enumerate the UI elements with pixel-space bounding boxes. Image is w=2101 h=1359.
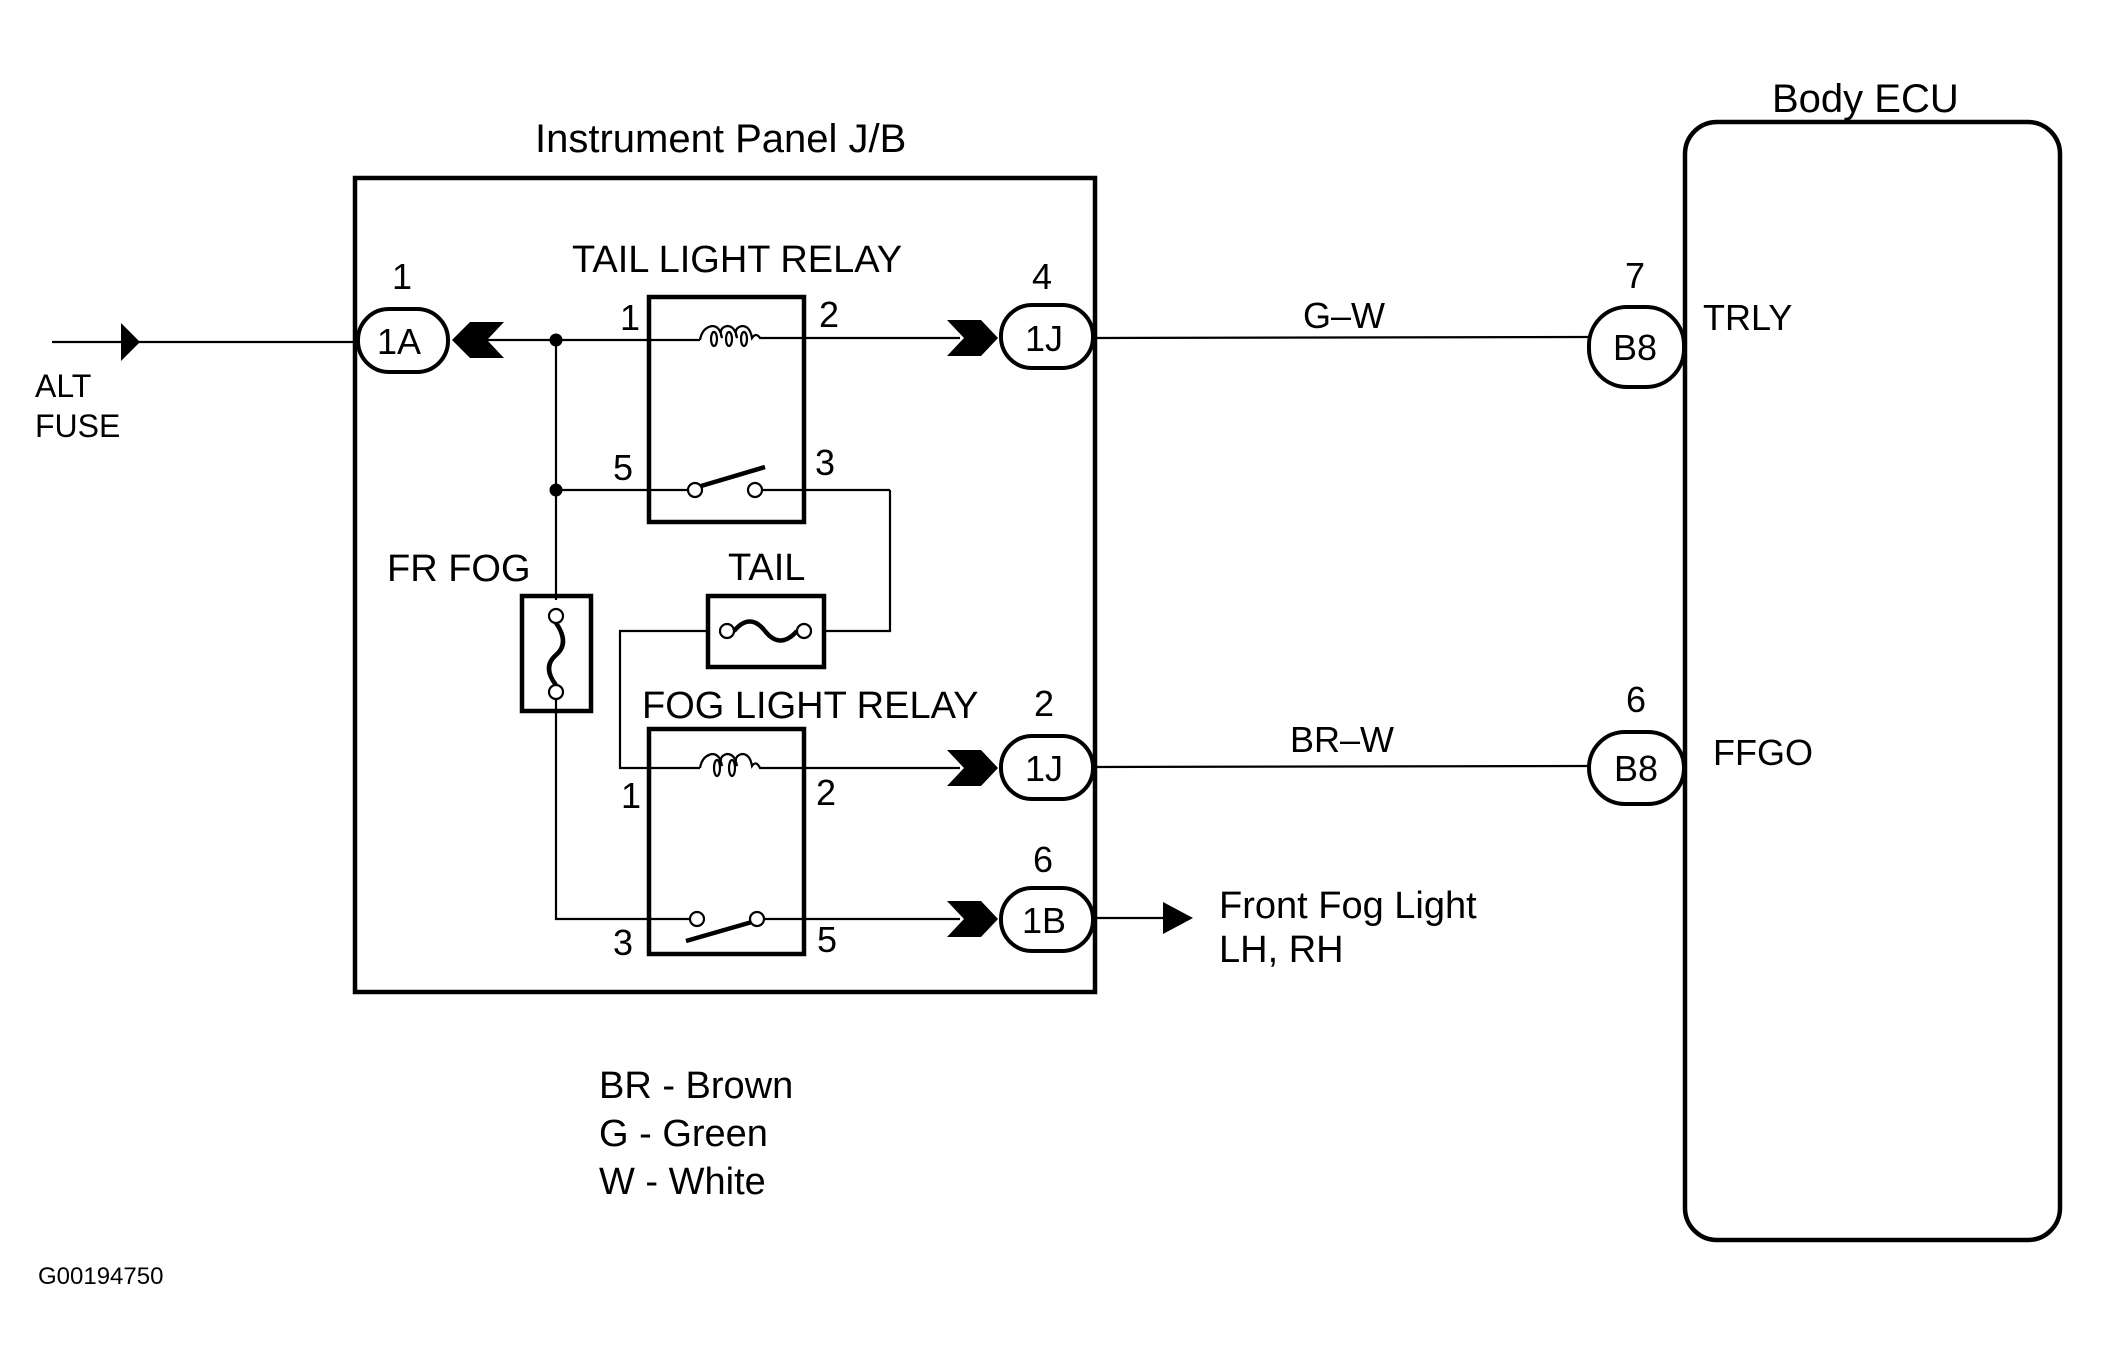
tail-light-relay: TAIL LIGHT RELAY 1 2 5 3 <box>556 239 902 525</box>
connector-1a[interactable]: 1 1A <box>356 256 504 374</box>
connector-1b[interactable]: 6 1B <box>947 839 1095 953</box>
connector-1j-tail-pin: 4 <box>1032 256 1052 297</box>
legend-item: BR - Brown <box>599 1065 793 1107</box>
connector-1b-id: 1B <box>1022 900 1066 941</box>
relay-coil-icon <box>698 752 804 770</box>
connector-1j-tail[interactable]: 4 1J <box>947 256 1095 370</box>
ecu-trly-connector-id: B8 <box>1613 327 1657 368</box>
chevron-connector-icon <box>947 901 998 937</box>
fuse-element-icon <box>732 619 799 643</box>
ecu-terminal-trly: TRLY <box>1703 297 1792 338</box>
body-ecu-box <box>1682 119 2063 1243</box>
ecu-ffgo-connector-id: B8 <box>1614 748 1658 789</box>
connector-1j-tail-id: 1J <box>1025 318 1063 359</box>
ecu-terminal-ffgo: FFGO <box>1713 732 1813 773</box>
alt-fuse-label-2: FUSE <box>35 408 120 444</box>
switch-contact <box>688 910 706 928</box>
connector-1j-fog[interactable]: 2 1J <box>947 683 1095 801</box>
ecu-title: Body ECU <box>1772 77 1959 121</box>
fuse-element-icon <box>546 621 566 687</box>
ecu-connector-b8-trly[interactable]: 7 B8 TRLY <box>1587 255 1792 389</box>
ecu-connector-b8-ffgo[interactable]: 6 B8 FFGO <box>1587 679 1813 806</box>
fog-light-relay: FOG LIGHT RELAY 1 2 3 5 <box>613 685 978 963</box>
switch-contact <box>748 910 766 928</box>
chevron-connector-icon <box>947 320 998 356</box>
alt-fuse-label-1: ALT <box>35 368 91 404</box>
fog-relay-pin-2: 2 <box>816 772 836 813</box>
arrow-right-icon <box>1163 902 1193 934</box>
arrow-right-icon <box>121 323 140 361</box>
fog-relay-pin-1: 1 <box>621 775 641 816</box>
chevron-connector-icon <box>947 750 998 786</box>
tail-relay-pin-5: 5 <box>613 447 633 488</box>
connector-1j-fog-id: 1J <box>1025 748 1063 789</box>
tail-relay-pin-3: 3 <box>815 442 835 483</box>
tail-fuse: TAIL <box>705 547 827 670</box>
tail-relay-label: TAIL LIGHT RELAY <box>572 239 902 281</box>
wire-color-g-w: G–W <box>1303 295 1385 336</box>
fr-fog-fuse-label: FR FOG <box>387 548 531 590</box>
connector-1j-fog-pin: 2 <box>1034 683 1054 724</box>
ecu-trly-pin: 7 <box>1625 255 1645 296</box>
fog-relay-pin-5: 5 <box>817 919 837 960</box>
jb-title: Instrument Panel J/B <box>535 117 906 161</box>
load-label-1: Front Fog Light <box>1219 885 1477 927</box>
fr-fog-fuse: FR FOG <box>387 548 594 714</box>
switch-contact <box>746 481 764 499</box>
connector-1a-pin: 1 <box>392 256 412 297</box>
load-label-2: LH, RH <box>1219 929 1344 971</box>
switch-contact <box>686 481 704 499</box>
fog-relay-pin-3: 3 <box>613 922 633 963</box>
relay-coil-icon <box>698 324 804 341</box>
alt-fuse-source: ALT FUSE <box>35 323 360 444</box>
wire-color-legend: BR - Brown G - Green W - White <box>599 1065 793 1203</box>
tail-relay-pin-1: 1 <box>620 297 640 338</box>
tail-relay-pin-2: 2 <box>819 294 839 335</box>
ecu-ffgo-pin: 6 <box>1626 679 1646 720</box>
figure-id: G00194750 <box>38 1263 163 1290</box>
wire-color-br-w: BR–W <box>1290 719 1394 760</box>
fog-relay-label: FOG LIGHT RELAY <box>642 685 978 727</box>
legend-item: W - White <box>599 1161 766 1203</box>
junction-block-box <box>352 175 1098 995</box>
connector-1a-id: 1A <box>377 321 421 362</box>
tail-fuse-label: TAIL <box>728 547 805 589</box>
connector-1b-pin: 6 <box>1033 839 1053 880</box>
legend-item: G - Green <box>599 1113 768 1155</box>
chevron-connector-icon <box>452 322 504 358</box>
